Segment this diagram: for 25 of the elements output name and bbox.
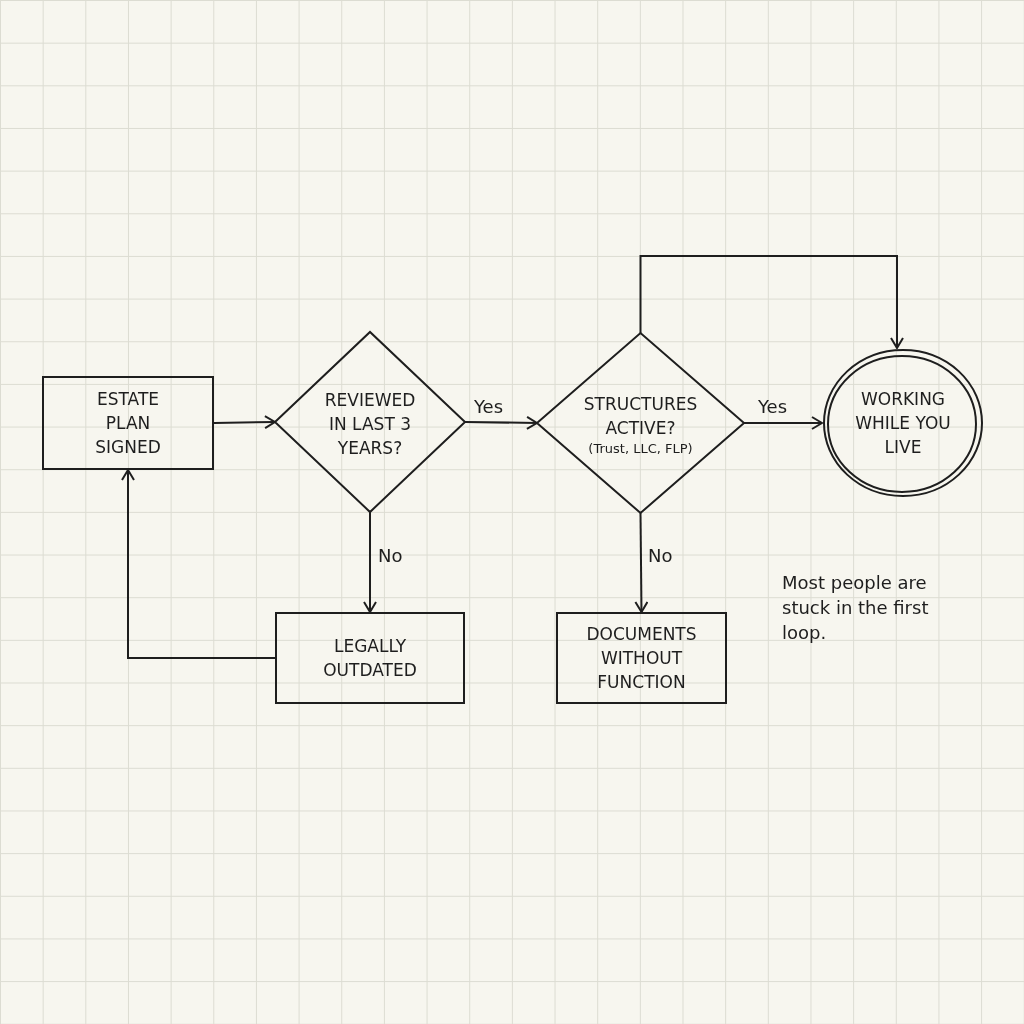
arrow	[634, 512, 649, 613]
edge-label: Yes	[474, 396, 504, 418]
arrow	[639, 255, 904, 349]
edge-label: No	[378, 545, 403, 567]
node-label: DOCUMENTS WITHOUT FUNCTION	[585, 623, 698, 694]
arrow	[464, 415, 538, 430]
edge-label: No	[648, 545, 673, 567]
process-box	[42, 376, 214, 470]
note-text: Most people are stuck in the first loop.	[782, 571, 930, 645]
outcome-circle	[822, 348, 984, 498]
process-box	[556, 612, 727, 704]
node-label: LEGALLY OUTDATED	[322, 635, 418, 682]
arrow	[121, 469, 276, 659]
arrow	[363, 511, 377, 613]
decision-diamond	[537, 333, 744, 513]
node-label: REVIEWED IN LAST 3 YEARS?	[323, 389, 417, 460]
decision-diamond	[275, 332, 465, 512]
node-sublabel: (Trust, LLC, FLP)	[588, 440, 693, 458]
node-label: ESTATE PLAN SIGNED	[94, 388, 162, 459]
node-label: STRUCTURES ACTIVE?	[582, 393, 699, 440]
edge-label: Yes	[758, 396, 788, 418]
arrow	[213, 415, 276, 430]
node-label: WORKING WHILE YOU LIVE	[854, 388, 952, 459]
process-box	[275, 612, 465, 704]
arrow	[743, 416, 823, 430]
